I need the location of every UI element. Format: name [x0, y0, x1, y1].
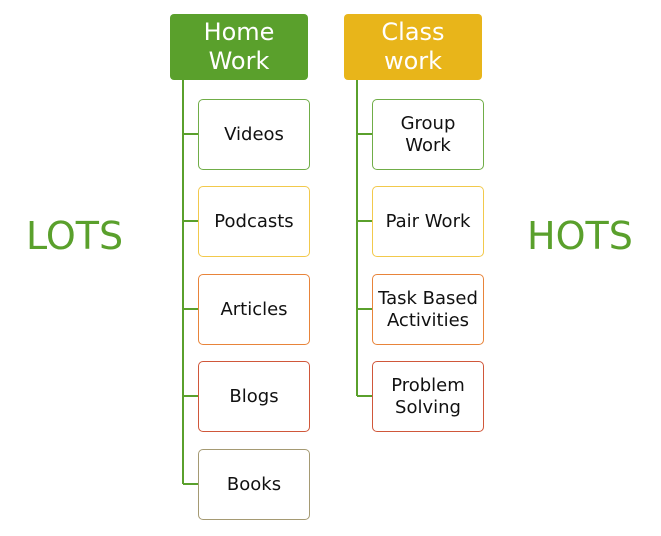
node-videos: Videos	[198, 99, 310, 170]
hots-label: HOTS	[527, 214, 633, 258]
node-label: Blogs	[229, 385, 279, 407]
node-books: Books	[198, 449, 310, 520]
node-pair-work: Pair Work	[372, 186, 484, 257]
node-task-based-activities: Task Based Activities	[372, 274, 484, 345]
homework-header: Home Work	[170, 14, 308, 80]
node-blogs: Blogs	[198, 361, 310, 432]
node-problem-solving: Problem Solving	[372, 361, 484, 432]
node-label: Videos	[224, 123, 284, 145]
node-label: Articles	[220, 298, 288, 320]
node-label: Group Work	[400, 112, 456, 156]
node-group-work: Group Work	[372, 99, 484, 170]
classwork-header-text: Class work	[381, 18, 445, 75]
node-label: Pair Work	[385, 210, 471, 232]
homework-header-text: Home Work	[203, 18, 275, 75]
node-articles: Articles	[198, 274, 310, 345]
node-label: Task Based Activities	[378, 287, 478, 331]
node-podcasts: Podcasts	[198, 186, 310, 257]
lots-label: LOTS	[26, 214, 124, 258]
classwork-header: Class work	[344, 14, 482, 80]
node-label: Problem Solving	[391, 374, 465, 418]
node-label: Podcasts	[214, 210, 294, 232]
node-label: Books	[226, 473, 282, 495]
